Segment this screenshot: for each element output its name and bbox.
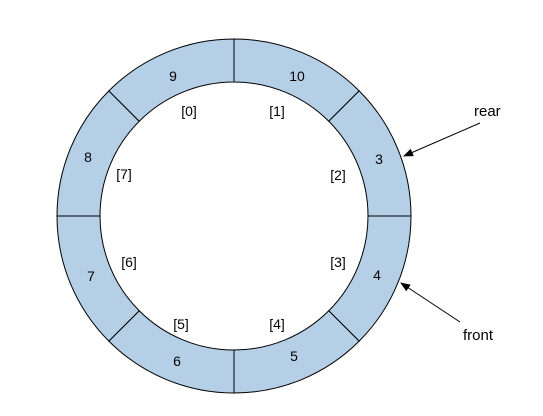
slot-index-1: [1] (269, 103, 285, 119)
slot-value-6: 7 (87, 268, 95, 284)
slot-index-2: [2] (330, 167, 346, 183)
slot-value-1: 10 (289, 68, 305, 84)
front-label: front (463, 327, 494, 344)
slot-index-4: [4] (269, 316, 285, 332)
slot-value-2: 3 (375, 151, 383, 167)
slot-value-5: 6 (173, 353, 181, 369)
slot-index-0: [0] (181, 103, 197, 119)
slot-index-5: [5] (173, 316, 189, 332)
rear-label: rear (474, 103, 501, 120)
slot-index-7: [7] (116, 166, 132, 182)
slot-index-3: [3] (330, 254, 346, 270)
slot-value-7: 8 (84, 149, 92, 165)
ring-segment-5 (56, 215, 140, 342)
slot-value-4: 5 (290, 348, 298, 364)
slot-value-3: 4 (373, 267, 381, 283)
ring-segment-1 (328, 90, 412, 217)
ring-segment-7 (108, 38, 235, 122)
front-arrow (400, 282, 461, 323)
queue-ring (56, 38, 412, 394)
rear-arrow (403, 122, 481, 157)
slot-value-0: 9 (169, 68, 177, 84)
slot-index-6: [6] (121, 254, 137, 270)
